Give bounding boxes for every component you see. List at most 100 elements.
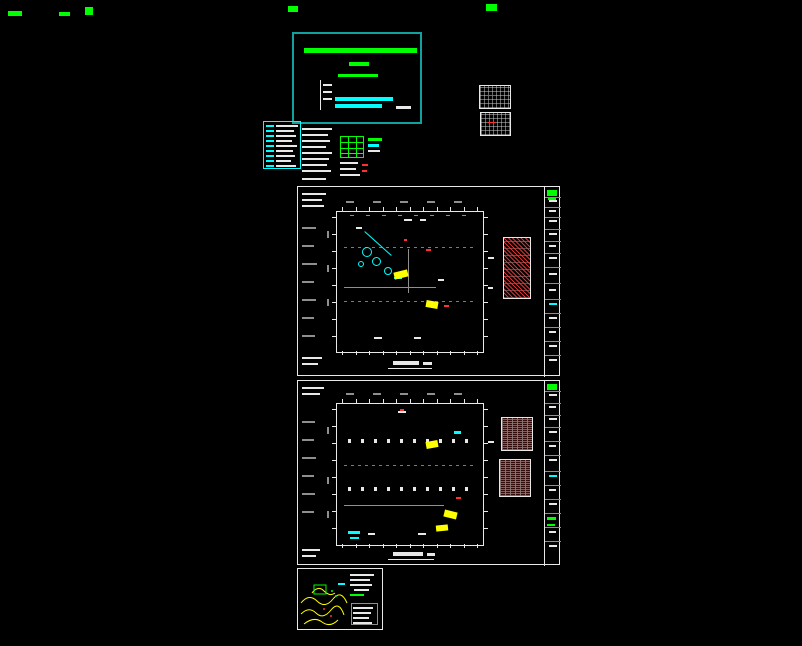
- titleblock-text: [549, 503, 557, 505]
- legend-symbol: [266, 150, 274, 152]
- note-line: [340, 174, 360, 176]
- pipe-circle: [358, 261, 364, 267]
- dimension-text: [454, 201, 462, 203]
- plan-outline: [336, 403, 484, 546]
- sheet-note: [302, 299, 316, 301]
- titleblock-text: [549, 445, 556, 447]
- legend-table[interactable]: [263, 121, 301, 169]
- grid-tick: [332, 477, 336, 478]
- grid-tick: [332, 268, 336, 269]
- sheet-note: [302, 421, 315, 423]
- detail-label: [488, 441, 494, 443]
- column-mark: [348, 439, 351, 443]
- grid-tick: [369, 351, 370, 355]
- titleblock-rule: [545, 207, 561, 208]
- detail-drawings-top[interactable]: [479, 85, 513, 137]
- plan-outline: [336, 211, 484, 353]
- titleblock-logo: [547, 384, 557, 390]
- pipe-tag: [348, 531, 360, 534]
- cover-sheet-drawing[interactable]: [292, 32, 422, 124]
- titleblock-rule: [545, 485, 561, 486]
- equipment-mark: [400, 409, 404, 411]
- note-line: [302, 158, 329, 160]
- equipment-mark: [456, 497, 461, 499]
- grid-tick: [382, 399, 384, 403]
- grid-tick: [409, 544, 411, 548]
- cover-title-bar: [304, 48, 417, 53]
- grid-tick: [396, 207, 397, 211]
- detail-grid-lower: [480, 112, 511, 136]
- door-mark: [446, 215, 450, 216]
- legend-text: [276, 160, 291, 162]
- floor-plan-sheet-1[interactable]: [297, 186, 561, 377]
- drawing-title: [393, 552, 423, 556]
- room-label: [404, 219, 412, 221]
- column-mark: [452, 439, 455, 443]
- column-mark: [374, 487, 377, 491]
- column-mark: [400, 487, 403, 491]
- layer-label: [486, 4, 497, 11]
- legend-text: [276, 165, 296, 167]
- titleblock-rule: [545, 253, 561, 254]
- sheet-note: [302, 227, 316, 229]
- grid-tick: [484, 217, 488, 218]
- site-note: [350, 594, 364, 596]
- grid-tick: [450, 399, 451, 403]
- table-rule: [340, 148, 364, 149]
- column-mark: [400, 439, 403, 443]
- table-rule: [356, 136, 357, 158]
- grid-tick: [477, 399, 478, 403]
- sheet-note: [302, 511, 314, 513]
- detail-label: [488, 287, 493, 289]
- site-detail-drawing[interactable]: [297, 568, 383, 630]
- notes-text-block[interactable]: [300, 126, 392, 186]
- sheet-note: [302, 493, 315, 495]
- room-label: [418, 533, 426, 535]
- grid-tick: [450, 351, 451, 355]
- legend-text: [276, 150, 293, 152]
- column-mark: [465, 487, 468, 491]
- grid-tick: [342, 351, 343, 355]
- sheet-note: [302, 555, 316, 557]
- dashed-axis: [344, 301, 476, 302]
- floor-plan-sheet-2[interactable]: [297, 380, 561, 566]
- titleblock-text: [549, 200, 557, 202]
- mini-schedule-table: [340, 136, 364, 158]
- sheet-note: [302, 335, 315, 337]
- grid-tick: [396, 544, 397, 548]
- dimension-text: [400, 201, 408, 203]
- grid-tick: [484, 409, 488, 410]
- legend-text: [276, 135, 296, 137]
- titleblock-rule: [545, 283, 561, 284]
- title-underline: [388, 559, 434, 560]
- grid-tick: [332, 511, 336, 512]
- legend-text: [276, 140, 292, 142]
- grid-tick: [463, 351, 465, 355]
- grid-tick: [484, 336, 488, 337]
- scale-label: [423, 362, 432, 365]
- dimension-text: [327, 299, 329, 306]
- titleblock-rule: [545, 513, 561, 514]
- grid-tick: [409, 207, 411, 211]
- grid-tick: [436, 544, 438, 548]
- dimension-text: [427, 393, 435, 395]
- titleblock-text: [549, 210, 556, 212]
- equipment-mark: [404, 239, 407, 241]
- detail-grid-upper: [479, 85, 511, 109]
- titleblock-rule: [545, 229, 561, 230]
- grid-tick: [423, 544, 424, 548]
- cover-list-text: [323, 91, 332, 93]
- grid-tick: [484, 251, 488, 252]
- detail-label: [488, 257, 494, 259]
- legend-symbol: [266, 160, 274, 162]
- room-label: [398, 411, 406, 413]
- note-line: [302, 152, 332, 154]
- titleblock-rule: [545, 471, 561, 472]
- column-mark: [361, 439, 364, 443]
- titleblock-text: [549, 406, 556, 408]
- titleblock-rule: [545, 327, 561, 328]
- titleblock-rule: [545, 499, 561, 500]
- grid-tick: [484, 477, 488, 478]
- drawing-title: [393, 361, 419, 365]
